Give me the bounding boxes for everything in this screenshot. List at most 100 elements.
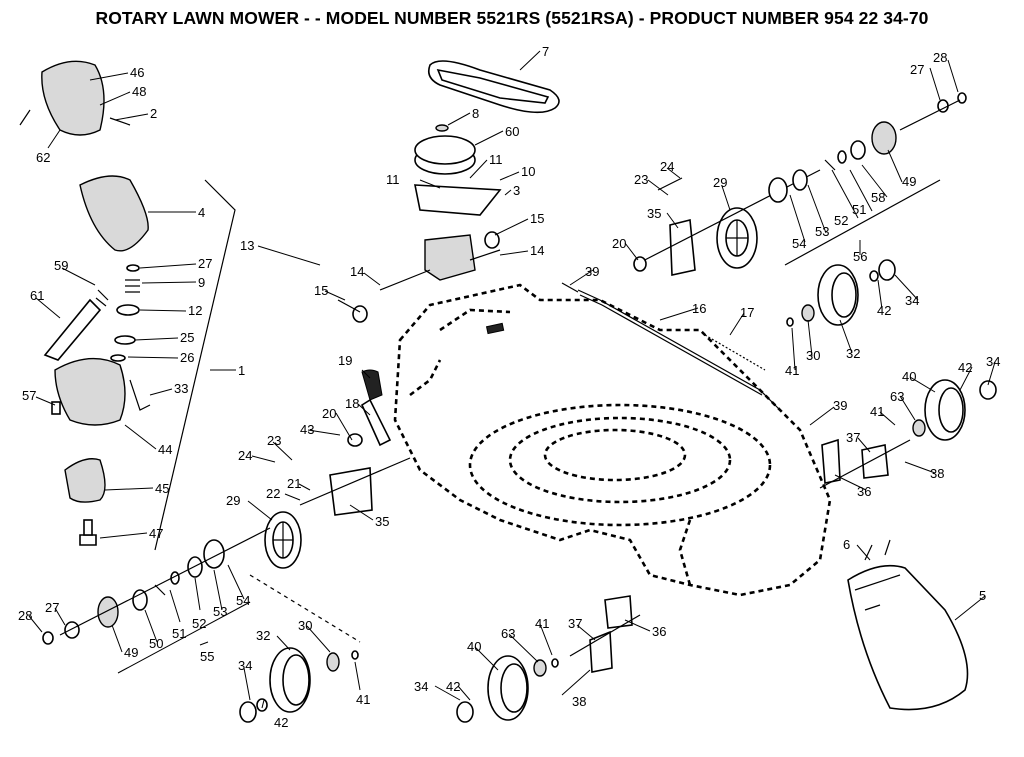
callout-51a: 51	[172, 626, 186, 641]
callout-50: 50	[149, 636, 163, 651]
callout-40b: 40	[467, 639, 481, 654]
callout-27a: 27	[45, 600, 59, 615]
drive-wheel-part-29-right	[716, 207, 758, 269]
callout-34d: 34	[414, 679, 428, 694]
callout-61: 61	[30, 288, 44, 303]
right-bracket-line-56	[784, 179, 941, 266]
transmission-part-13	[337, 184, 502, 323]
callout-13: 13	[240, 238, 254, 253]
callout-6: 6	[843, 537, 850, 552]
callout-49b: 49	[902, 174, 916, 189]
callout-30b: 30	[806, 348, 820, 363]
gear-stack-parts-49-58-right	[768, 92, 967, 203]
callout-41d: 41	[535, 616, 549, 631]
callout-11a: 11	[386, 172, 400, 187]
callout-27b: 27	[910, 62, 924, 77]
callout-23b: 23	[634, 172, 648, 187]
callout-24a: 24	[238, 448, 252, 463]
leader-lines	[28, 50, 996, 709]
callout-38b: 38	[572, 694, 586, 709]
callout-63a: 63	[890, 389, 904, 404]
callout-28b: 28	[933, 50, 947, 65]
callout-labels: 46 48 2 62 4 27 9 59 61 12 25 26 1 57 33…	[18, 44, 1000, 730]
callout-15b: 15	[314, 283, 328, 298]
callout-40a: 40	[902, 369, 916, 384]
callout-34b: 34	[905, 293, 919, 308]
callout-52a: 52	[192, 616, 206, 631]
callout-59: 59	[54, 258, 68, 273]
grass-chute-part-5	[847, 539, 969, 711]
callout-3: 3	[513, 183, 520, 198]
callout-4: 4	[198, 205, 205, 220]
callout-44: 44	[158, 442, 172, 457]
callout-54b: 54	[792, 236, 806, 251]
callout-43: 43	[300, 422, 314, 437]
callout-36a: 36	[857, 484, 871, 499]
callout-42d: 42	[446, 679, 460, 694]
callout-1: 1	[238, 363, 245, 378]
callout-14a: 14	[530, 243, 544, 258]
callout-11b: 11	[489, 152, 503, 167]
callout-34a: 34	[238, 658, 252, 673]
callout-35a: 35	[375, 514, 389, 529]
callout-37b: 37	[568, 616, 582, 631]
callout-19: 19	[338, 353, 352, 368]
handle-bracket-part-61	[43, 298, 102, 361]
wheel-part-32-left	[239, 647, 359, 723]
callout-29b: 29	[713, 175, 727, 190]
callout-60: 60	[505, 124, 519, 139]
axle-bracket-part-35	[299, 457, 411, 516]
callout-63b: 63	[501, 626, 515, 641]
callout-27: 27	[198, 256, 212, 271]
callout-2: 2	[150, 106, 157, 121]
bracket-part-44	[51, 357, 151, 426]
callout-53a: 53	[213, 604, 227, 619]
callout-24b: 24	[660, 159, 674, 174]
callout-18: 18	[345, 396, 359, 411]
spring-pin-parts-9-12	[95, 264, 140, 362]
callout-49a: 49	[124, 645, 138, 660]
callout-25: 25	[180, 330, 194, 345]
bolt-part-47	[79, 519, 97, 546]
callout-41a: 41	[356, 692, 370, 707]
rod-part-16	[561, 282, 781, 411]
callout-39b: 39	[833, 398, 847, 413]
page-title: ROTARY LAWN MOWER - - MODEL NUMBER 5521R…	[95, 8, 929, 28]
left-axle-dashed	[249, 574, 361, 643]
callout-12: 12	[188, 303, 202, 318]
callout-55: 55	[200, 649, 214, 664]
callout-32b: 32	[846, 346, 860, 361]
callout-52b: 52	[834, 213, 848, 228]
wheel-part-40-front-left	[456, 655, 559, 723]
callout-14b: 14	[350, 264, 364, 279]
callout-36b: 36	[652, 624, 666, 639]
wheel-part-32-right	[786, 259, 896, 327]
callout-20b: 20	[612, 236, 626, 251]
pulley-part-60	[414, 124, 476, 175]
bracket-part-45	[64, 458, 106, 503]
gear-stack-parts-49-54	[42, 527, 271, 645]
callout-42a: 42	[274, 715, 288, 730]
callout-20a: 20	[322, 406, 336, 421]
callout-17: 17	[740, 305, 754, 320]
callout-21: 21	[287, 476, 301, 491]
callout-8: 8	[472, 106, 479, 121]
callout-58: 58	[871, 190, 885, 205]
spring-part-17	[704, 334, 766, 371]
callout-5: 5	[979, 588, 986, 603]
callout-48: 48	[132, 84, 146, 99]
callout-46: 46	[130, 65, 144, 80]
height-bracket-part-37-front-right	[819, 438, 911, 489]
callout-56: 56	[853, 249, 867, 264]
callout-51b: 51	[852, 202, 866, 217]
callout-53b: 53	[815, 224, 829, 239]
callout-45: 45	[155, 481, 169, 496]
shroud-part-4	[79, 175, 149, 252]
callout-22: 22	[266, 486, 280, 501]
drive-wheel-part-29	[264, 511, 302, 569]
height-adjuster-part-19	[347, 369, 392, 447]
bracket-line-part-1	[154, 179, 236, 551]
callout-42c: 42	[958, 360, 972, 375]
callout-29a: 29	[226, 493, 240, 508]
